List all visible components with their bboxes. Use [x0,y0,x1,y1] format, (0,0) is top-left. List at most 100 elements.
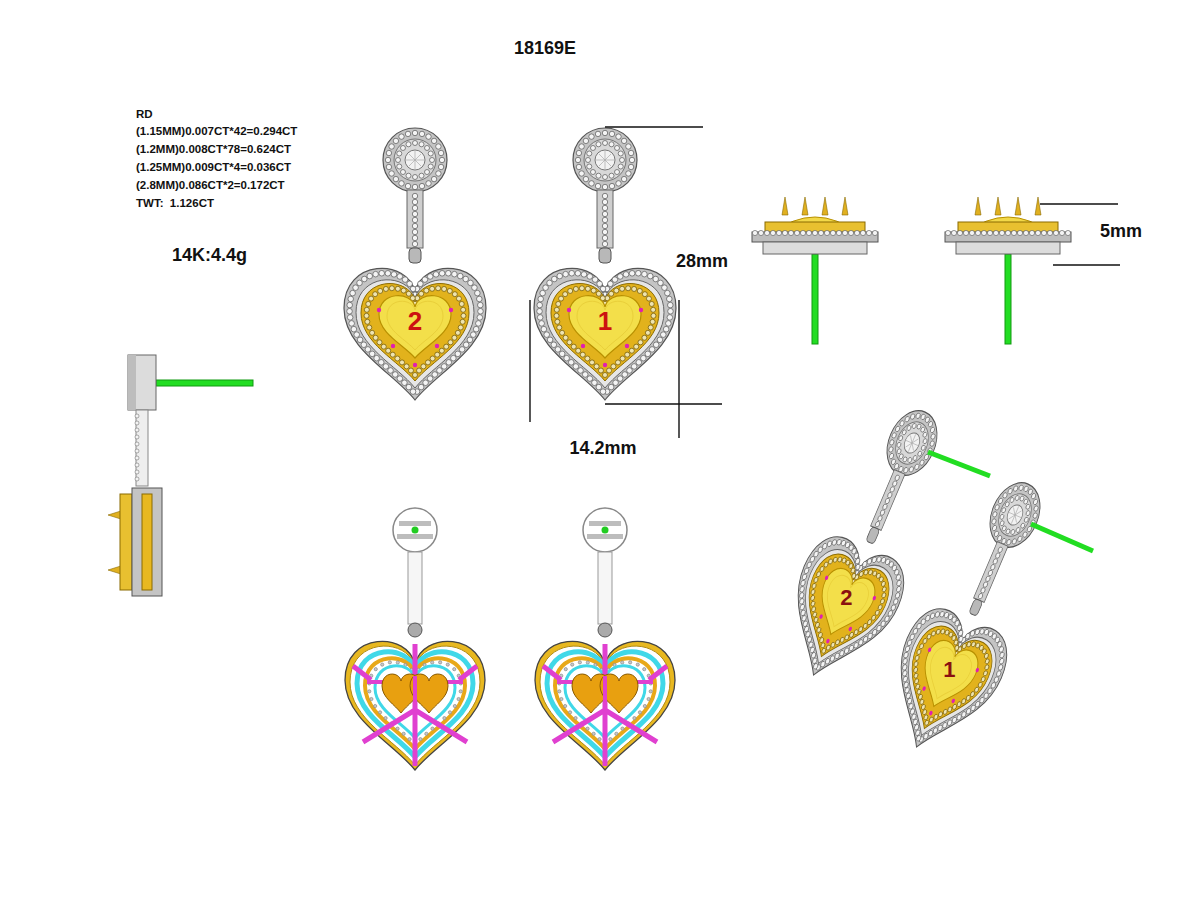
prong [782,197,788,215]
pave-stone [478,308,484,314]
pave-stone [636,663,639,666]
pave-stone [902,664,908,671]
pave-stone [586,661,589,664]
pave-stone [463,276,469,282]
pave-stone [564,704,567,707]
pave-stone [876,556,882,563]
pave-stone [833,557,838,563]
pave-stone [881,581,886,587]
pave-stone [602,217,607,222]
pave-stone [866,230,871,235]
pave-stone [595,131,600,136]
pave-stone [1023,230,1028,235]
pave-stone [374,668,377,671]
pave-stone [983,670,988,676]
pave-stone [472,285,478,291]
pave-stone [916,423,921,429]
pave-stone [612,277,618,283]
pave-stone [1018,484,1024,491]
pave-stone [559,296,564,301]
prong [822,197,828,215]
prong [975,197,981,215]
pave-stone [920,618,926,625]
front-view-earring [534,128,676,400]
pave-stone [620,286,625,291]
yellow-gold-band [551,284,659,381]
pave-stone [991,518,997,525]
pave-stone [1025,504,1030,510]
pave-stone [446,360,452,366]
pave-stone [969,630,975,637]
pave-stone [453,704,456,707]
pave-stone [1005,528,1010,534]
pave-stone [547,280,553,286]
pave-stone [431,661,434,664]
prong [995,197,1001,215]
heart-profile [132,488,162,596]
pave-stone [447,288,452,293]
pave-stone [824,230,829,235]
pave-stone [635,270,641,276]
pave-stone [596,173,601,178]
pave-stone [645,351,651,357]
pave-stone [397,274,403,280]
callout-number: 2 [408,307,422,337]
pave-stone [937,724,943,731]
pave-stone [574,717,577,720]
pave-stone [912,455,917,461]
pave-stone [629,348,634,353]
pave-stone [386,348,391,353]
pave-stone [650,319,655,324]
pave-stone [580,352,585,357]
pave-stone [916,649,921,655]
pave-stone [666,296,672,302]
pave-stone [998,664,1004,671]
pave-stone [397,164,402,169]
pave-stone [399,134,404,139]
pave-stone [943,709,948,715]
pave-stone [540,290,546,296]
pave-stone [884,498,890,505]
pave-stone [806,561,812,568]
pave-stone [903,681,909,688]
pave-stone [402,277,408,283]
facet-lines [596,151,614,169]
pave-stone [996,670,1002,677]
pave-stone [1002,525,1007,531]
callout-number: 1 [943,657,955,682]
pave-stone [810,589,815,595]
pave-stone [657,337,663,343]
pave-stone [994,530,1000,537]
pave-stone [933,714,938,720]
pave-stone [135,442,139,446]
pave-stone [788,230,793,235]
pave-stone [351,326,357,332]
jump-ring [969,598,983,616]
pave-stone [969,230,974,235]
pave-stone [611,364,616,369]
pave-stone [649,347,655,353]
pave-stone [446,663,449,666]
pave-stone [379,270,385,276]
pave-stone [402,732,405,735]
pave-stone [424,288,429,293]
pave-stone [998,498,1004,505]
pave-stone [860,230,865,235]
spec-note: (1.15MM)0.007CT*42=0.294CT [136,125,297,138]
pave-stone [800,609,806,616]
center-diamond [405,150,425,170]
pave-stone [602,184,607,189]
back-stripe [587,534,623,539]
pave-stone [827,540,833,547]
pave-stone [554,313,559,318]
pave-stone [647,273,653,279]
pave-stone [979,628,985,635]
pave-stone [597,281,603,287]
pave-stone [468,280,474,286]
pave-stone [476,321,482,327]
pave-stone [587,151,592,156]
pave-stone [581,272,587,278]
pave-stone [400,170,405,175]
pave-stone [888,446,894,453]
pave-stone [432,372,438,378]
